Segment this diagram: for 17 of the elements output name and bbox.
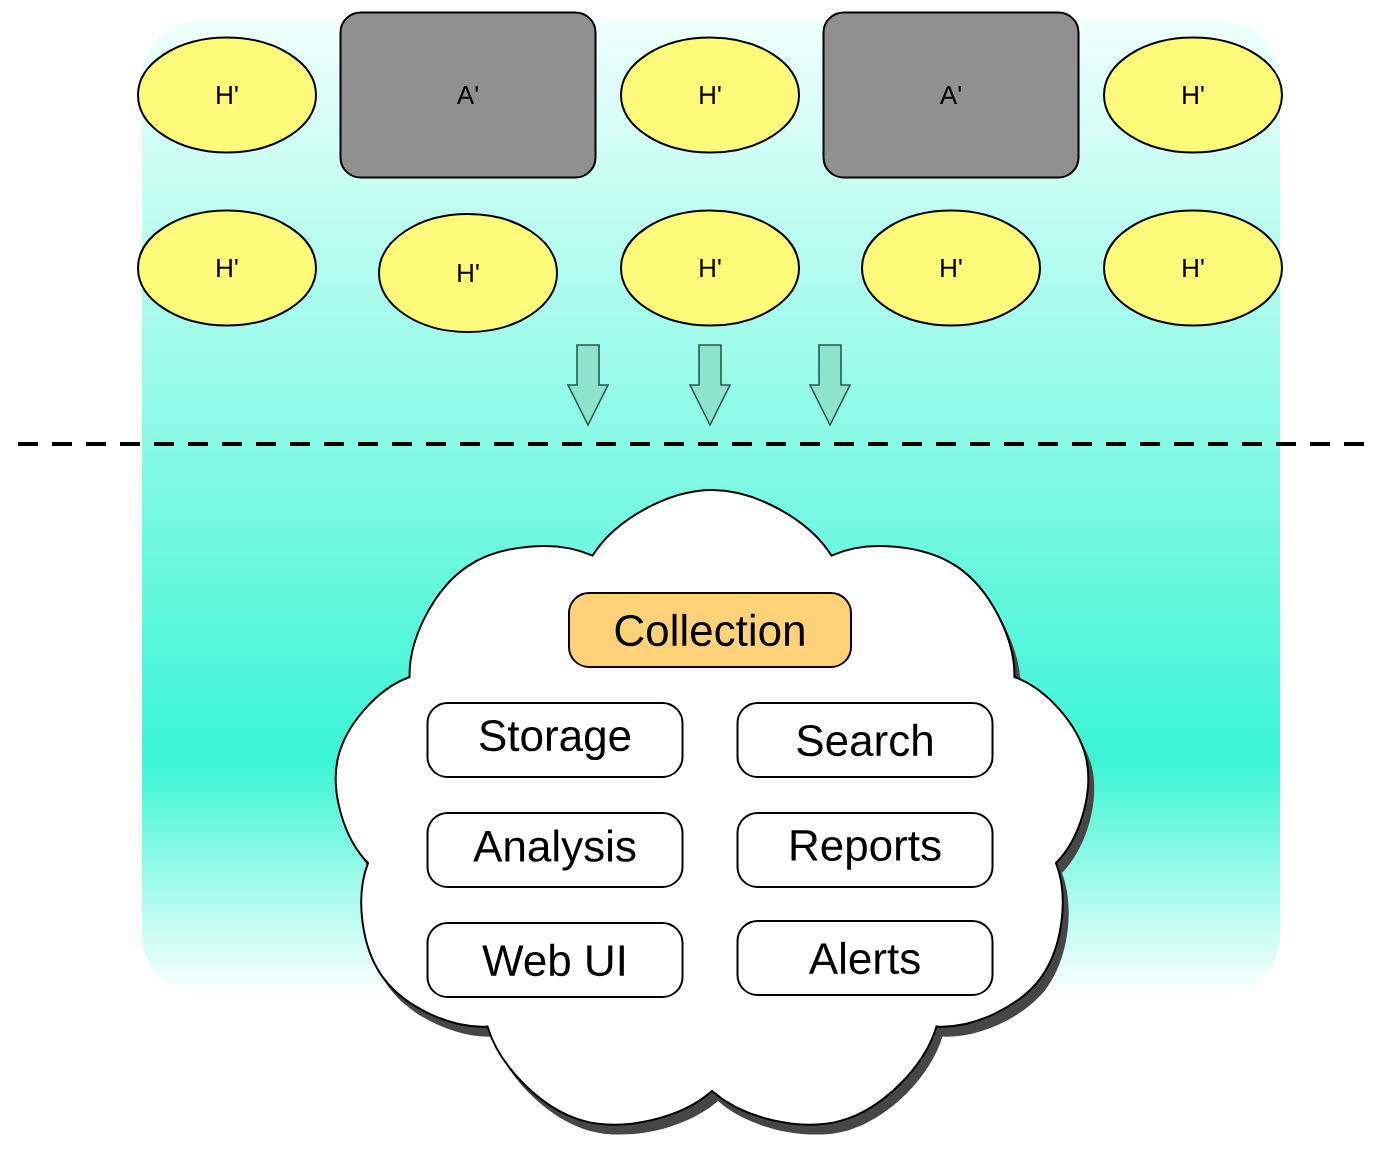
module-box: Web UI xyxy=(426,922,684,998)
module-box: Search xyxy=(736,702,994,778)
module-box: Reports xyxy=(736,812,994,888)
oval-node: H' xyxy=(861,209,1041,327)
rounded-box: A' xyxy=(339,11,597,179)
module-box: Analysis xyxy=(426,812,684,888)
oval-node: H' xyxy=(378,213,558,333)
module-box: Alerts xyxy=(736,920,994,996)
oval-node: H' xyxy=(620,209,800,327)
module-box: Storage xyxy=(426,702,684,778)
oval-node: H' xyxy=(620,36,800,154)
oval-node: H' xyxy=(137,36,317,154)
oval-node: H' xyxy=(1103,36,1283,154)
oval-node: H' xyxy=(137,209,317,327)
heading-box: Collection xyxy=(568,592,852,668)
rounded-box: A' xyxy=(822,11,1080,179)
oval-node: H' xyxy=(1103,209,1283,327)
